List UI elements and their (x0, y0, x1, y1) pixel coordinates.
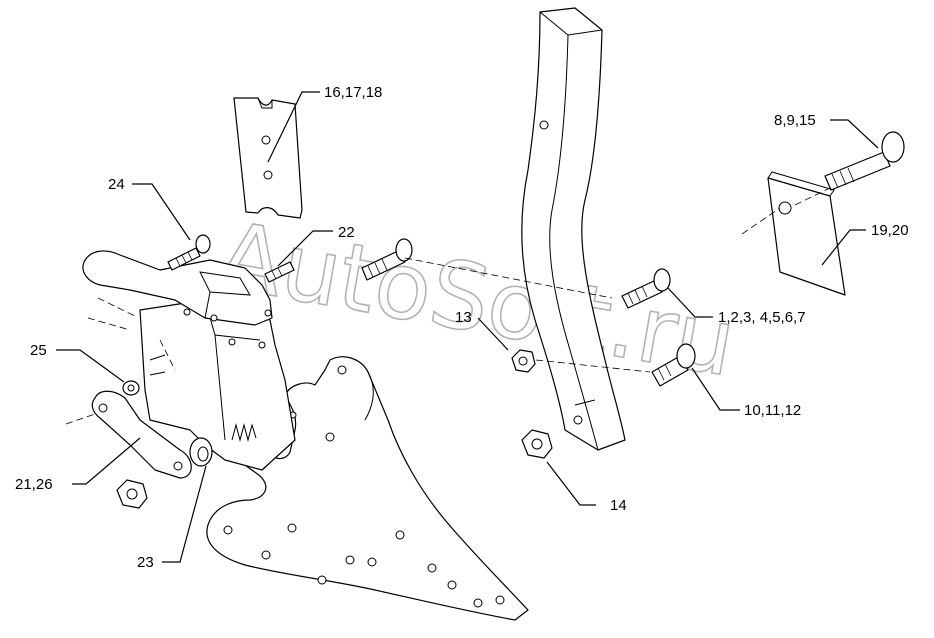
washer-25 (122, 380, 140, 396)
callout-8-9-15: 8,9,15 (774, 112, 816, 129)
callout-21-26: 21,26 (15, 476, 53, 493)
leader-lines (56, 91, 879, 563)
bolt-22 (264, 261, 295, 283)
callout-24: 24 (108, 176, 125, 193)
spring (231, 423, 257, 442)
mouldboard-plate (206, 356, 529, 621)
bolt-8-9-15 (824, 131, 905, 191)
plate-16-17-18 (233, 97, 303, 219)
shank-hole-upper (539, 120, 549, 130)
nut-lower-left (116, 479, 148, 509)
shank-hole-lower (573, 415, 583, 425)
assembly-axis-lines (65, 187, 831, 425)
top-casting (82, 250, 273, 326)
callout-25: 25 (30, 342, 47, 359)
bolt-10-11-12 (651, 343, 696, 387)
nut-13 (511, 349, 536, 373)
callout-23: 23 (137, 554, 154, 571)
callout-10-11-12: 10,11,12 (744, 402, 801, 419)
callout-labels: 16,17,18 24 22 8,9,15 19,20 1,2,3, 4,5,6… (15, 84, 909, 571)
nut-14 (521, 429, 553, 459)
callout-22: 22 (338, 224, 355, 241)
link-bar-21-26 (91, 390, 192, 479)
washer-23 (189, 437, 213, 467)
callout-19-20: 19,20 (871, 222, 909, 239)
bolt-24 (167, 234, 211, 271)
plate-19-20 (767, 171, 846, 296)
frog-bracket (139, 299, 296, 471)
callout-16-17-18: 16,17,18 (324, 84, 382, 101)
bolt-1-7 (621, 268, 671, 309)
callout-14: 14 (610, 497, 627, 514)
callout-13: 13 (455, 309, 472, 326)
shank (521, 7, 626, 451)
bolt-large-upper (361, 238, 413, 281)
callout-1-7: 1,2,3, 4,5,6,7 (718, 309, 806, 326)
